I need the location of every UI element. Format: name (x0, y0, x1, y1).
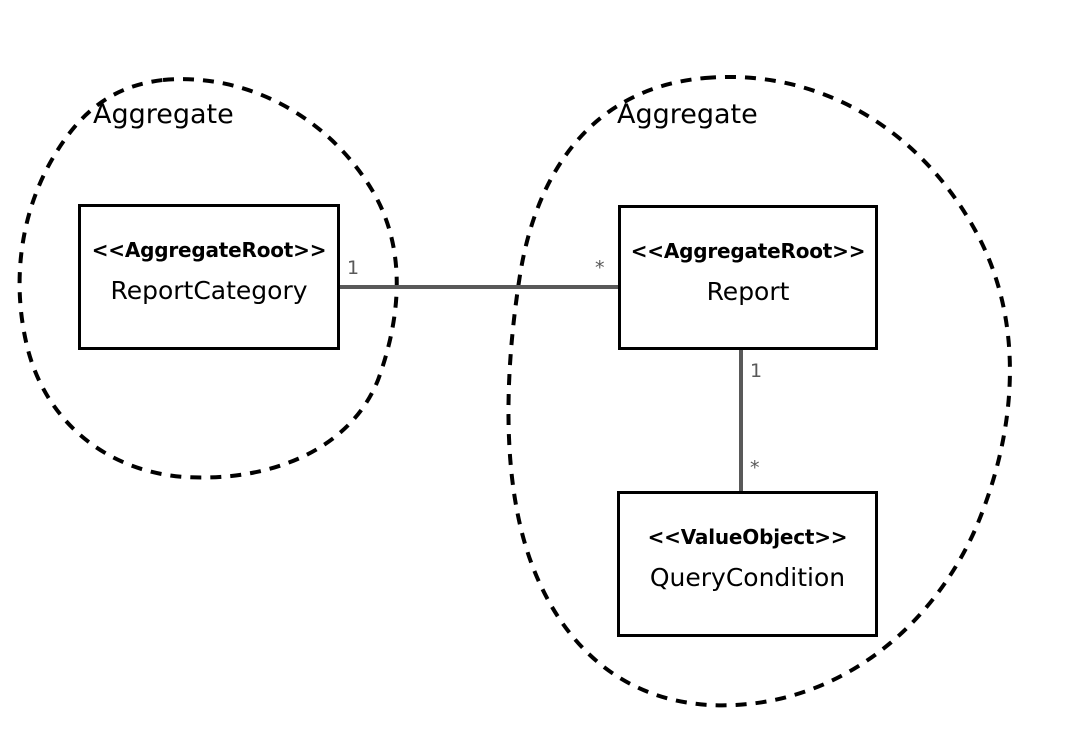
class-name: QueryCondition (649, 563, 846, 593)
class-box-query-condition[interactable]: <<ValueObject>> QueryCondition (617, 491, 878, 637)
aggregate-label-right: Aggregate (617, 99, 758, 130)
class-name: ReportCategory (110, 276, 308, 306)
class-stereotype: <<AggregateRoot>> (91, 238, 327, 263)
multiplicity-querycondition-target: * (750, 457, 760, 479)
class-stereotype: <<AggregateRoot>> (630, 238, 866, 263)
aggregate-label-left: Aggregate (93, 99, 234, 130)
multiplicity-report-source: 1 (750, 360, 763, 382)
class-stereotype: <<ValueObject>> (647, 525, 848, 550)
aggregate-boundary-right (506, 75, 1012, 708)
multiplicity-category-source: 1 (347, 257, 360, 279)
class-name: Report (706, 276, 790, 306)
class-box-report-category[interactable]: <<AggregateRoot>> ReportCategory (78, 204, 340, 350)
multiplicity-report-target: * (595, 257, 605, 279)
class-box-report[interactable]: <<AggregateRoot>> Report (618, 205, 878, 350)
